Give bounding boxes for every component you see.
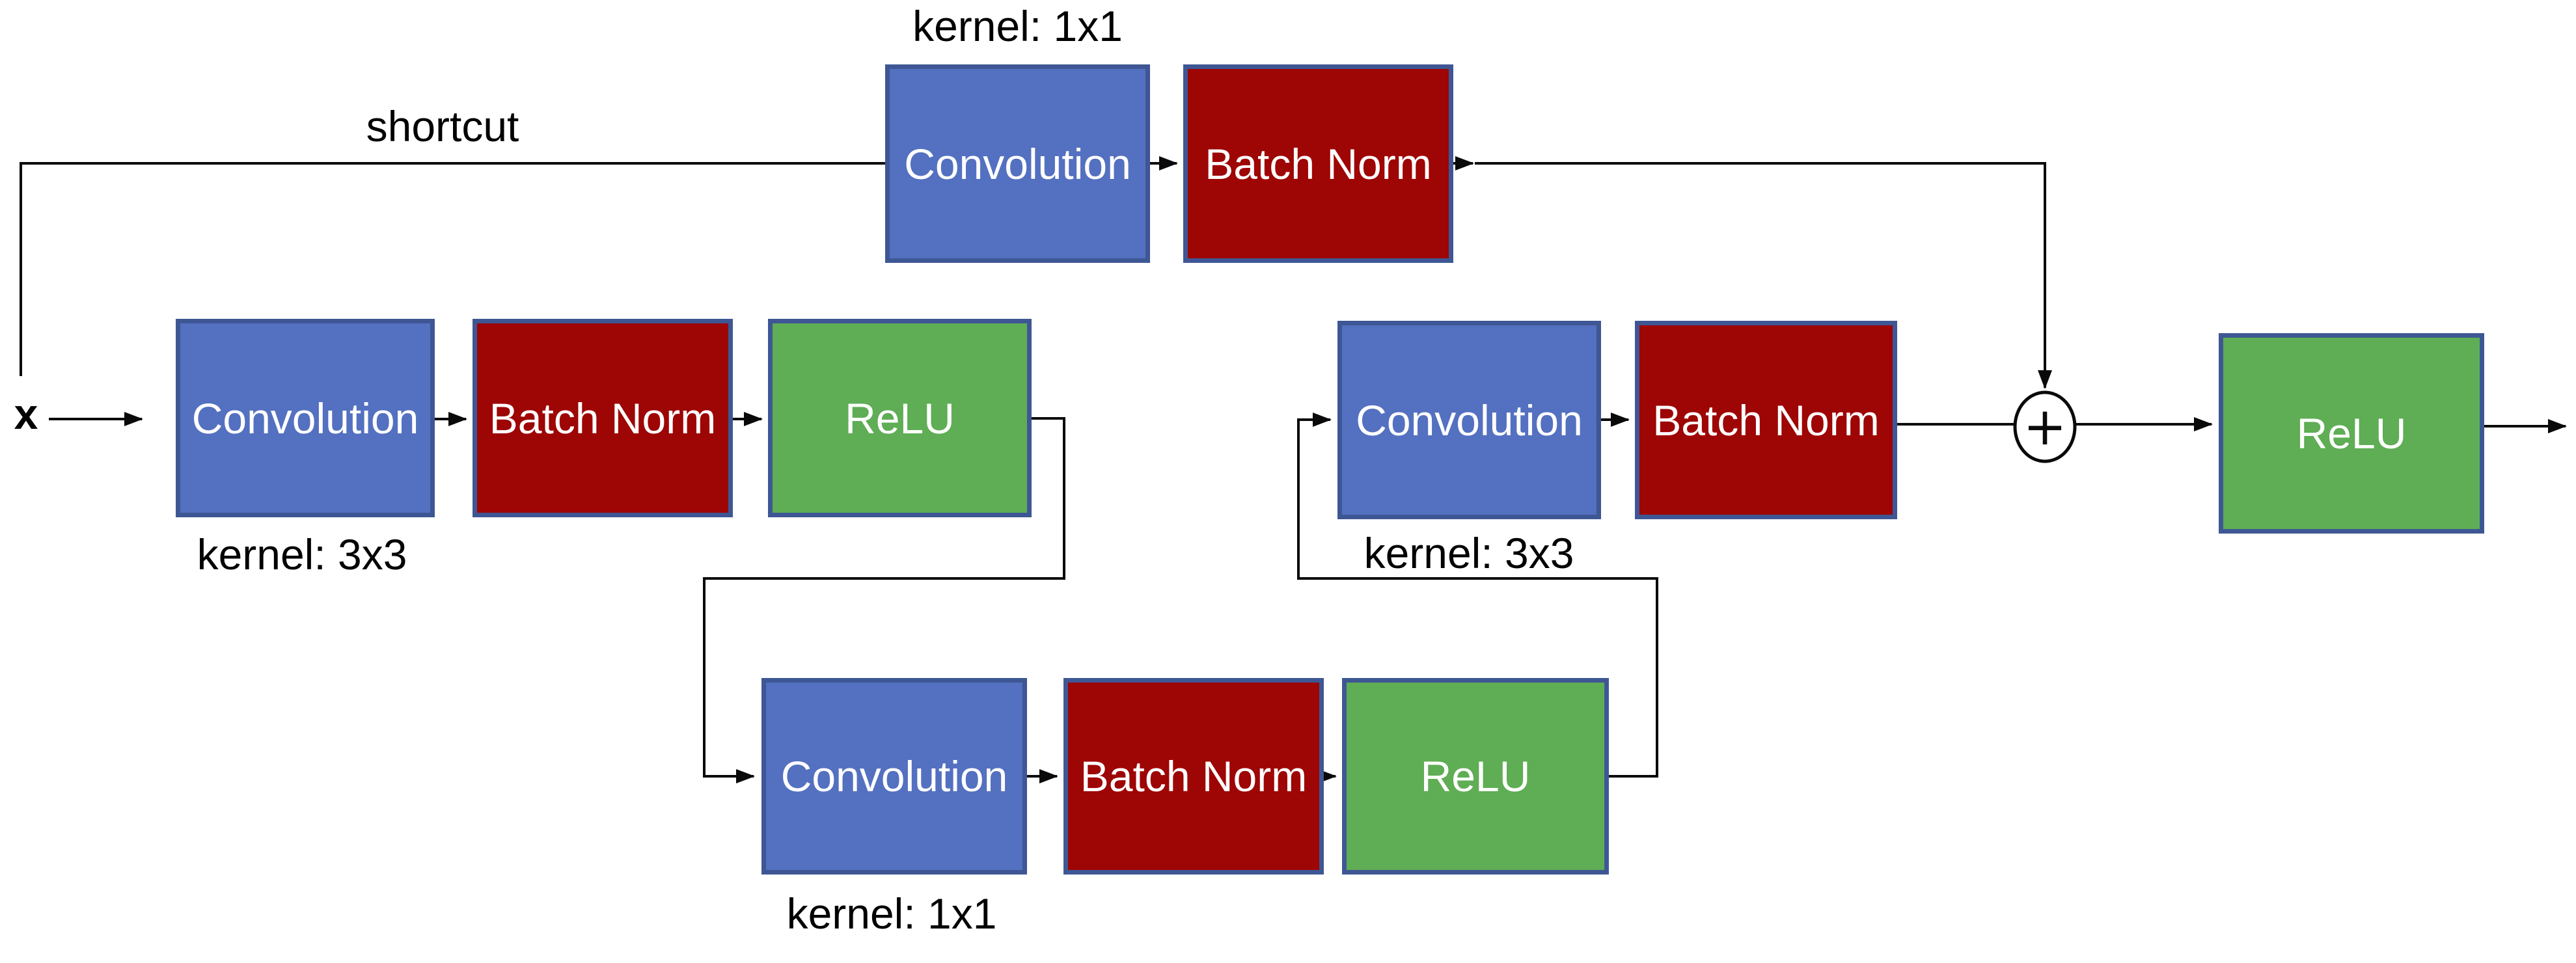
node-label: Batch Norm xyxy=(1652,396,1880,444)
node-label: ReLU xyxy=(1420,752,1531,800)
add-node-plus: + xyxy=(2023,396,2066,457)
node-output-relu: ReLU xyxy=(2219,333,2484,534)
shortcut-label: shortcut xyxy=(366,102,519,150)
kernel-label-block3: kernel: 3x3 xyxy=(1363,529,1574,577)
node-shortcut-batchnorm: Batch Norm xyxy=(1183,64,1453,263)
shortcut-line-down xyxy=(1475,162,2052,389)
add-node-circle xyxy=(2013,390,2077,463)
node-label: ReLU xyxy=(845,394,955,442)
node-block3-convolution: Convolution xyxy=(1337,321,1601,519)
node-label: Batch Norm xyxy=(489,394,717,442)
kernel-label-block2: kernel: 1x1 xyxy=(786,889,997,938)
node-block2-convolution: Convolution xyxy=(761,678,1027,875)
node-block3-batchnorm: Batch Norm xyxy=(1635,321,1897,519)
node-block2-batchnorm: Batch Norm xyxy=(1063,678,1324,875)
wire-block2-to-block3 xyxy=(1297,413,1658,778)
kernel-label-block1: kernel: 3x3 xyxy=(197,530,407,578)
node-block1-convolution: Convolution xyxy=(176,319,435,517)
node-shortcut-convolution: Convolution xyxy=(885,64,1150,263)
node-label: ReLU xyxy=(2296,409,2407,457)
node-block1-relu: ReLU xyxy=(768,319,1032,517)
node-block1-batchnorm: Batch Norm xyxy=(473,319,733,517)
node-label: Convolution xyxy=(1356,396,1583,444)
kernel-label-shortcut: kernel: 1x1 xyxy=(912,2,1123,50)
wire-block1-to-block2 xyxy=(703,417,1065,783)
node-label: Batch Norm xyxy=(1080,752,1308,800)
node-label: Convolution xyxy=(191,394,419,442)
node-label: Batch Norm xyxy=(1205,139,1432,188)
shortcut-line xyxy=(20,162,885,376)
node-block2-relu: ReLU xyxy=(1342,678,1609,875)
input-label: x xyxy=(14,390,38,438)
node-label: Convolution xyxy=(904,139,1131,188)
node-label: Convolution xyxy=(780,752,1008,800)
